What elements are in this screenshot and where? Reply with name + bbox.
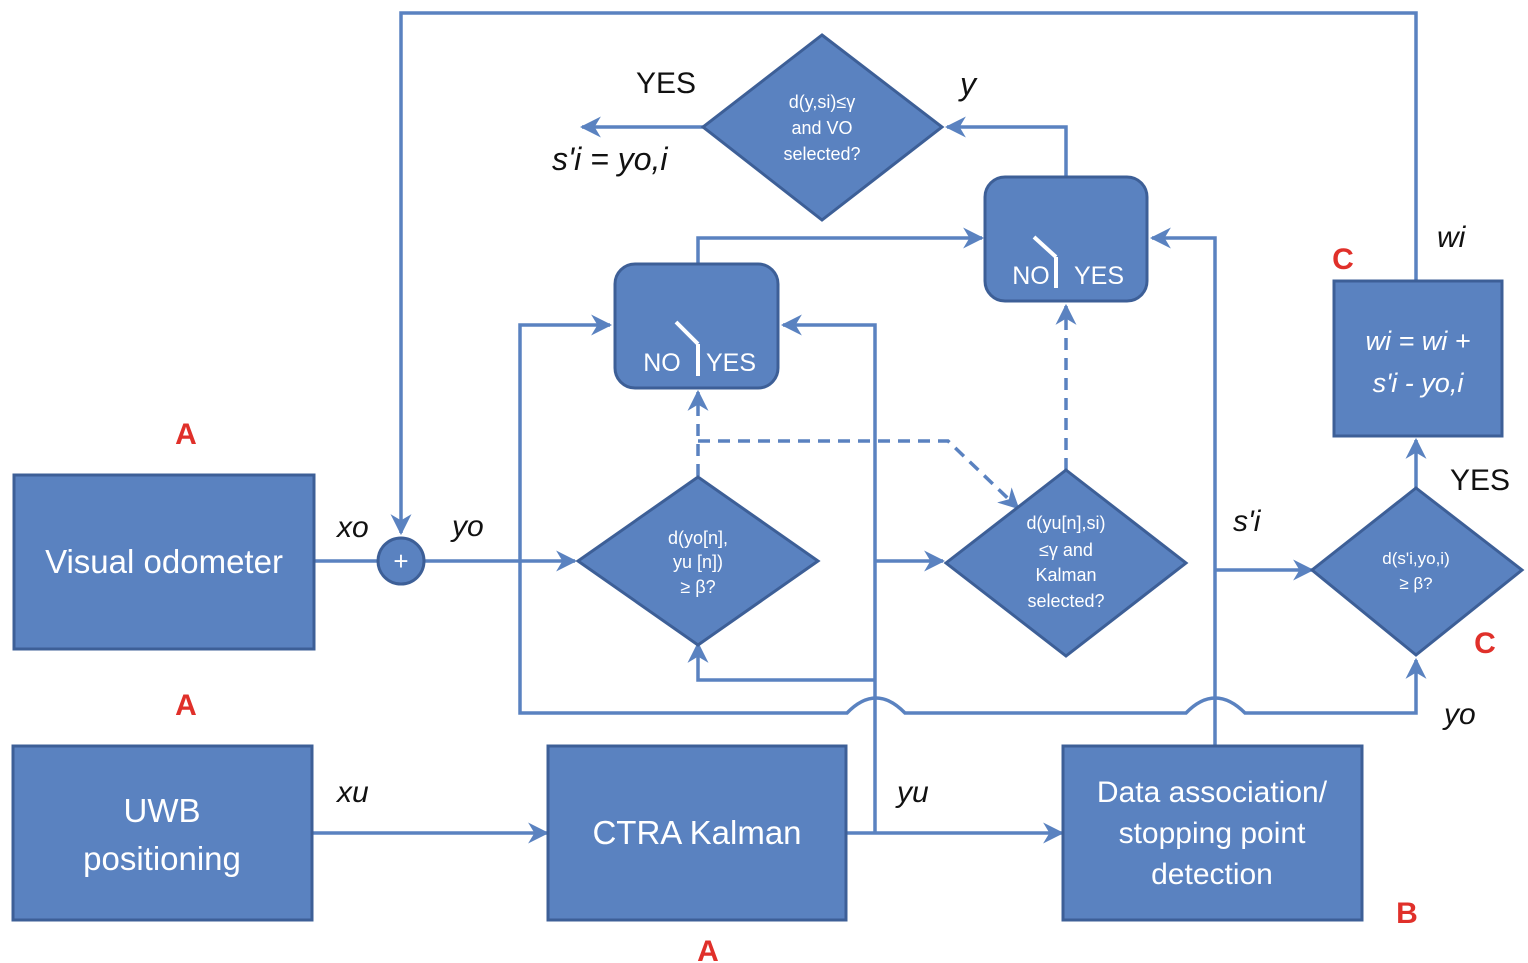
switch1-to-switch2-line xyxy=(696,227,985,264)
marker-c-top: C xyxy=(1332,243,1354,276)
kalman-line2: ≤γ and xyxy=(1039,540,1093,560)
kalman-line3: Kalman xyxy=(1035,565,1096,585)
yu-to-d1-line xyxy=(687,641,875,682)
weight-line1: d(s'i,yo,i) xyxy=(1382,549,1449,568)
switch-1-lever xyxy=(674,320,700,346)
y-label: y xyxy=(958,66,978,102)
switch-2-lever xyxy=(1032,235,1058,259)
threshold-line3: ≥ β? xyxy=(680,577,715,597)
yo-right-label: yo xyxy=(1442,698,1476,731)
switch-1-yes: YES xyxy=(706,349,756,377)
signal-labels: xo yo yo xu yu y s'i wi s'i = yo,i YES Y… xyxy=(335,66,1510,809)
data-association-block: Data association/ stopping point detecti… xyxy=(1061,744,1364,922)
vo-line2: and VO xyxy=(791,118,852,138)
vo-line3: selected? xyxy=(783,144,860,164)
yes-top-label: YES xyxy=(636,67,696,100)
switch-1: NO YES xyxy=(613,262,780,390)
yo-bus xyxy=(518,561,1427,715)
data-assoc-line1: Data association/ xyxy=(1097,776,1328,809)
marker-a-mid: A xyxy=(175,689,197,722)
marker-a-top: A xyxy=(175,418,197,451)
data-assoc-line2: stopping point xyxy=(1119,817,1306,850)
weight-line2: ≥ β? xyxy=(1399,574,1432,593)
yo-label: yo xyxy=(450,510,484,543)
sum-junction: + xyxy=(376,536,426,586)
switch-2-no: NO xyxy=(1012,262,1050,290)
threshold-line2: yu [n]) xyxy=(673,552,723,572)
xo-label: xo xyxy=(335,511,369,544)
ctra-kalman-label: CTRA Kalman xyxy=(592,814,801,851)
sum-label: + xyxy=(393,546,408,576)
uwb-positioning-block: UWB positioning xyxy=(11,744,314,922)
connections xyxy=(313,11,1427,844)
vo-line1: d(y,si)≤γ xyxy=(789,92,856,112)
yes-right-label: YES xyxy=(1450,464,1510,497)
marker-b: B xyxy=(1396,897,1418,930)
data-assoc-line3: detection xyxy=(1151,858,1273,891)
switch-2-yes: YES xyxy=(1074,262,1124,290)
update-line1: wi = wi + xyxy=(1365,326,1470,356)
yu-label: yu xyxy=(895,776,929,809)
ctra-kalman-block: CTRA Kalman xyxy=(546,744,848,922)
xu-label: xu xyxy=(335,776,369,809)
kalman-line4: selected? xyxy=(1027,591,1104,611)
feedback-wi-line xyxy=(390,11,1418,536)
switch-2: NO YES xyxy=(983,175,1149,303)
threshold-decision: d(yo[n], yu [n]) ≥ β? xyxy=(575,475,821,647)
visual-odometer-label: Visual odometer xyxy=(45,543,283,580)
yo-loop-left xyxy=(518,314,613,561)
update-line2: s'i - yo,i xyxy=(1373,368,1465,398)
d1-to-d2-dash xyxy=(698,439,1020,510)
output-equation: s'i = yo,i xyxy=(552,141,668,177)
weight-decision: d(s'i,yo,i) ≥ β? xyxy=(1309,486,1525,657)
s-prime-label: s'i xyxy=(1233,505,1262,538)
module-markers: A A A B C C xyxy=(175,243,1496,963)
wi-label: wi xyxy=(1437,221,1467,254)
visual-odometer-block: Visual odometer xyxy=(12,473,316,651)
yu-branch-line xyxy=(780,314,877,833)
marker-c-bottom: C xyxy=(1474,627,1496,660)
marker-a-bottom: A xyxy=(697,935,719,963)
switch2-to-vo-line xyxy=(944,116,1068,177)
uwb-label-line2: positioning xyxy=(83,840,241,877)
kalman-line1: d(yu[n],si) xyxy=(1026,513,1105,533)
switch-1-no: NO xyxy=(643,349,681,377)
uwb-label-line1: UWB xyxy=(124,792,201,829)
s-prime-line xyxy=(1149,227,1217,746)
threshold-line1: d(yo[n], xyxy=(668,528,728,548)
kalman-decision: d(yu[n],si) ≤γ and Kalman selected? xyxy=(943,468,1189,658)
vo-decision: d(y,si)≤γ and VO selected? xyxy=(700,33,945,222)
weight-update-block: wi = wi + s'i - yo,i xyxy=(1332,279,1504,438)
